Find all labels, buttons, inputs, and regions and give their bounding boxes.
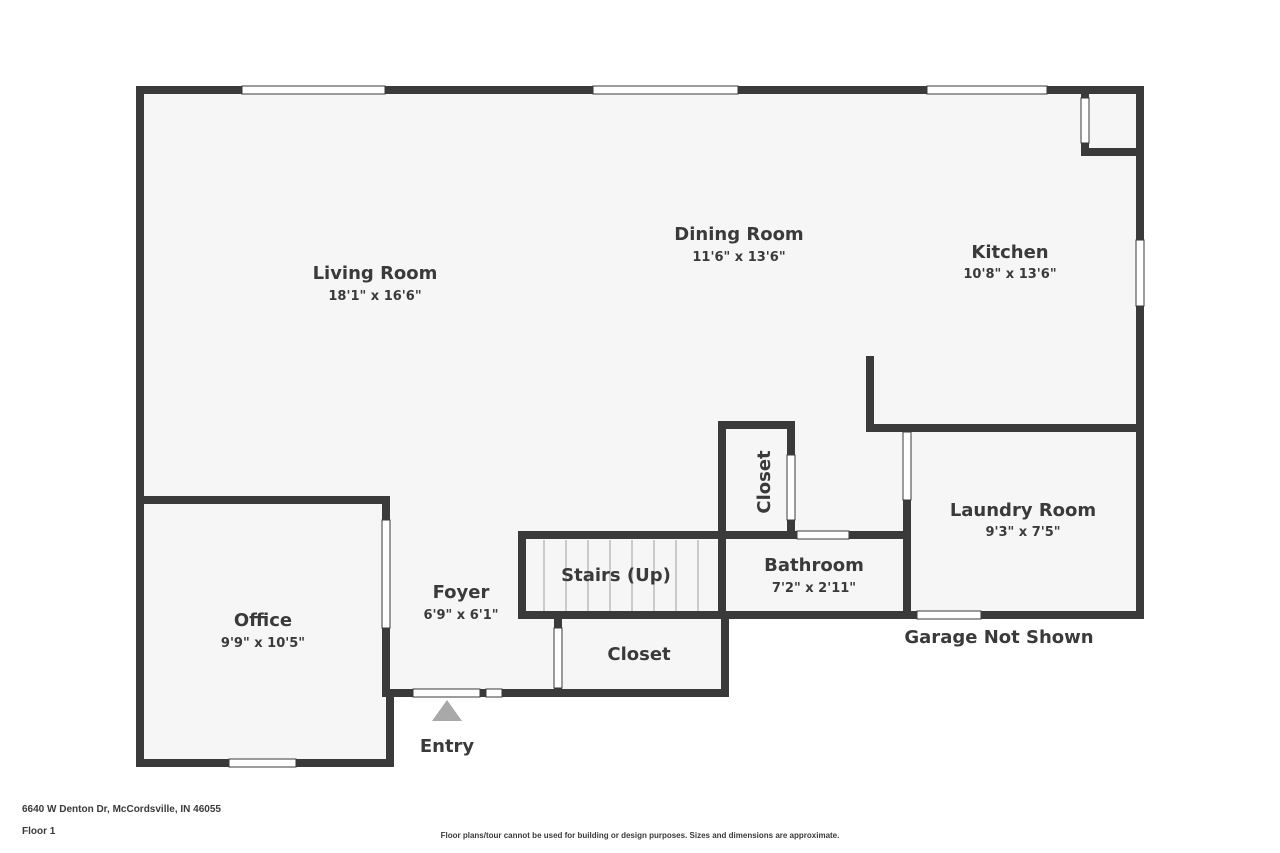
room-dims-living: 18'1" x 16'6" [328,289,421,304]
room-dims-dining: 11'6" x 13'6" [692,250,785,265]
room-name-living: Living Room [313,263,438,284]
room-name-foyer: Foyer [433,582,490,603]
room-name-office: Office [234,610,292,631]
entry-arrow-icon [432,700,462,721]
stair-treads [543,540,699,611]
garage-label: Garage Not Shown [904,627,1093,648]
address-text: 6640 W Denton Dr, McCordsville, IN 46055 [22,804,221,815]
walls [136,86,1144,767]
room-name-stairs: Stairs (Up) [561,565,671,586]
room-dims-laundry: 9'3" x 7'5" [985,525,1060,540]
room-name-dining: Dining Room [674,224,803,245]
room-name-kitchen: Kitchen [971,242,1048,263]
room-name-closet-lower: Closet [607,644,671,665]
room-name-closet-upper: Closet [754,450,775,514]
disclaimer-text: Floor plans/tour cannot be used for buil… [440,831,840,840]
room-dims-foyer: 6'9" x 6'1" [423,608,498,623]
windows [228,85,1145,768]
entry-label: Entry [420,736,475,757]
room-dims-office: 9'9" x 10'5" [221,636,305,651]
room-name-bathroom: Bathroom [764,555,864,576]
floor-label: Floor 1 [22,826,56,837]
room-dims-kitchen: 10'8" x 13'6" [963,267,1056,282]
room-dims-bathroom: 7'2" x 2'11" [772,581,856,596]
room-name-laundry: Laundry Room [950,500,1096,521]
